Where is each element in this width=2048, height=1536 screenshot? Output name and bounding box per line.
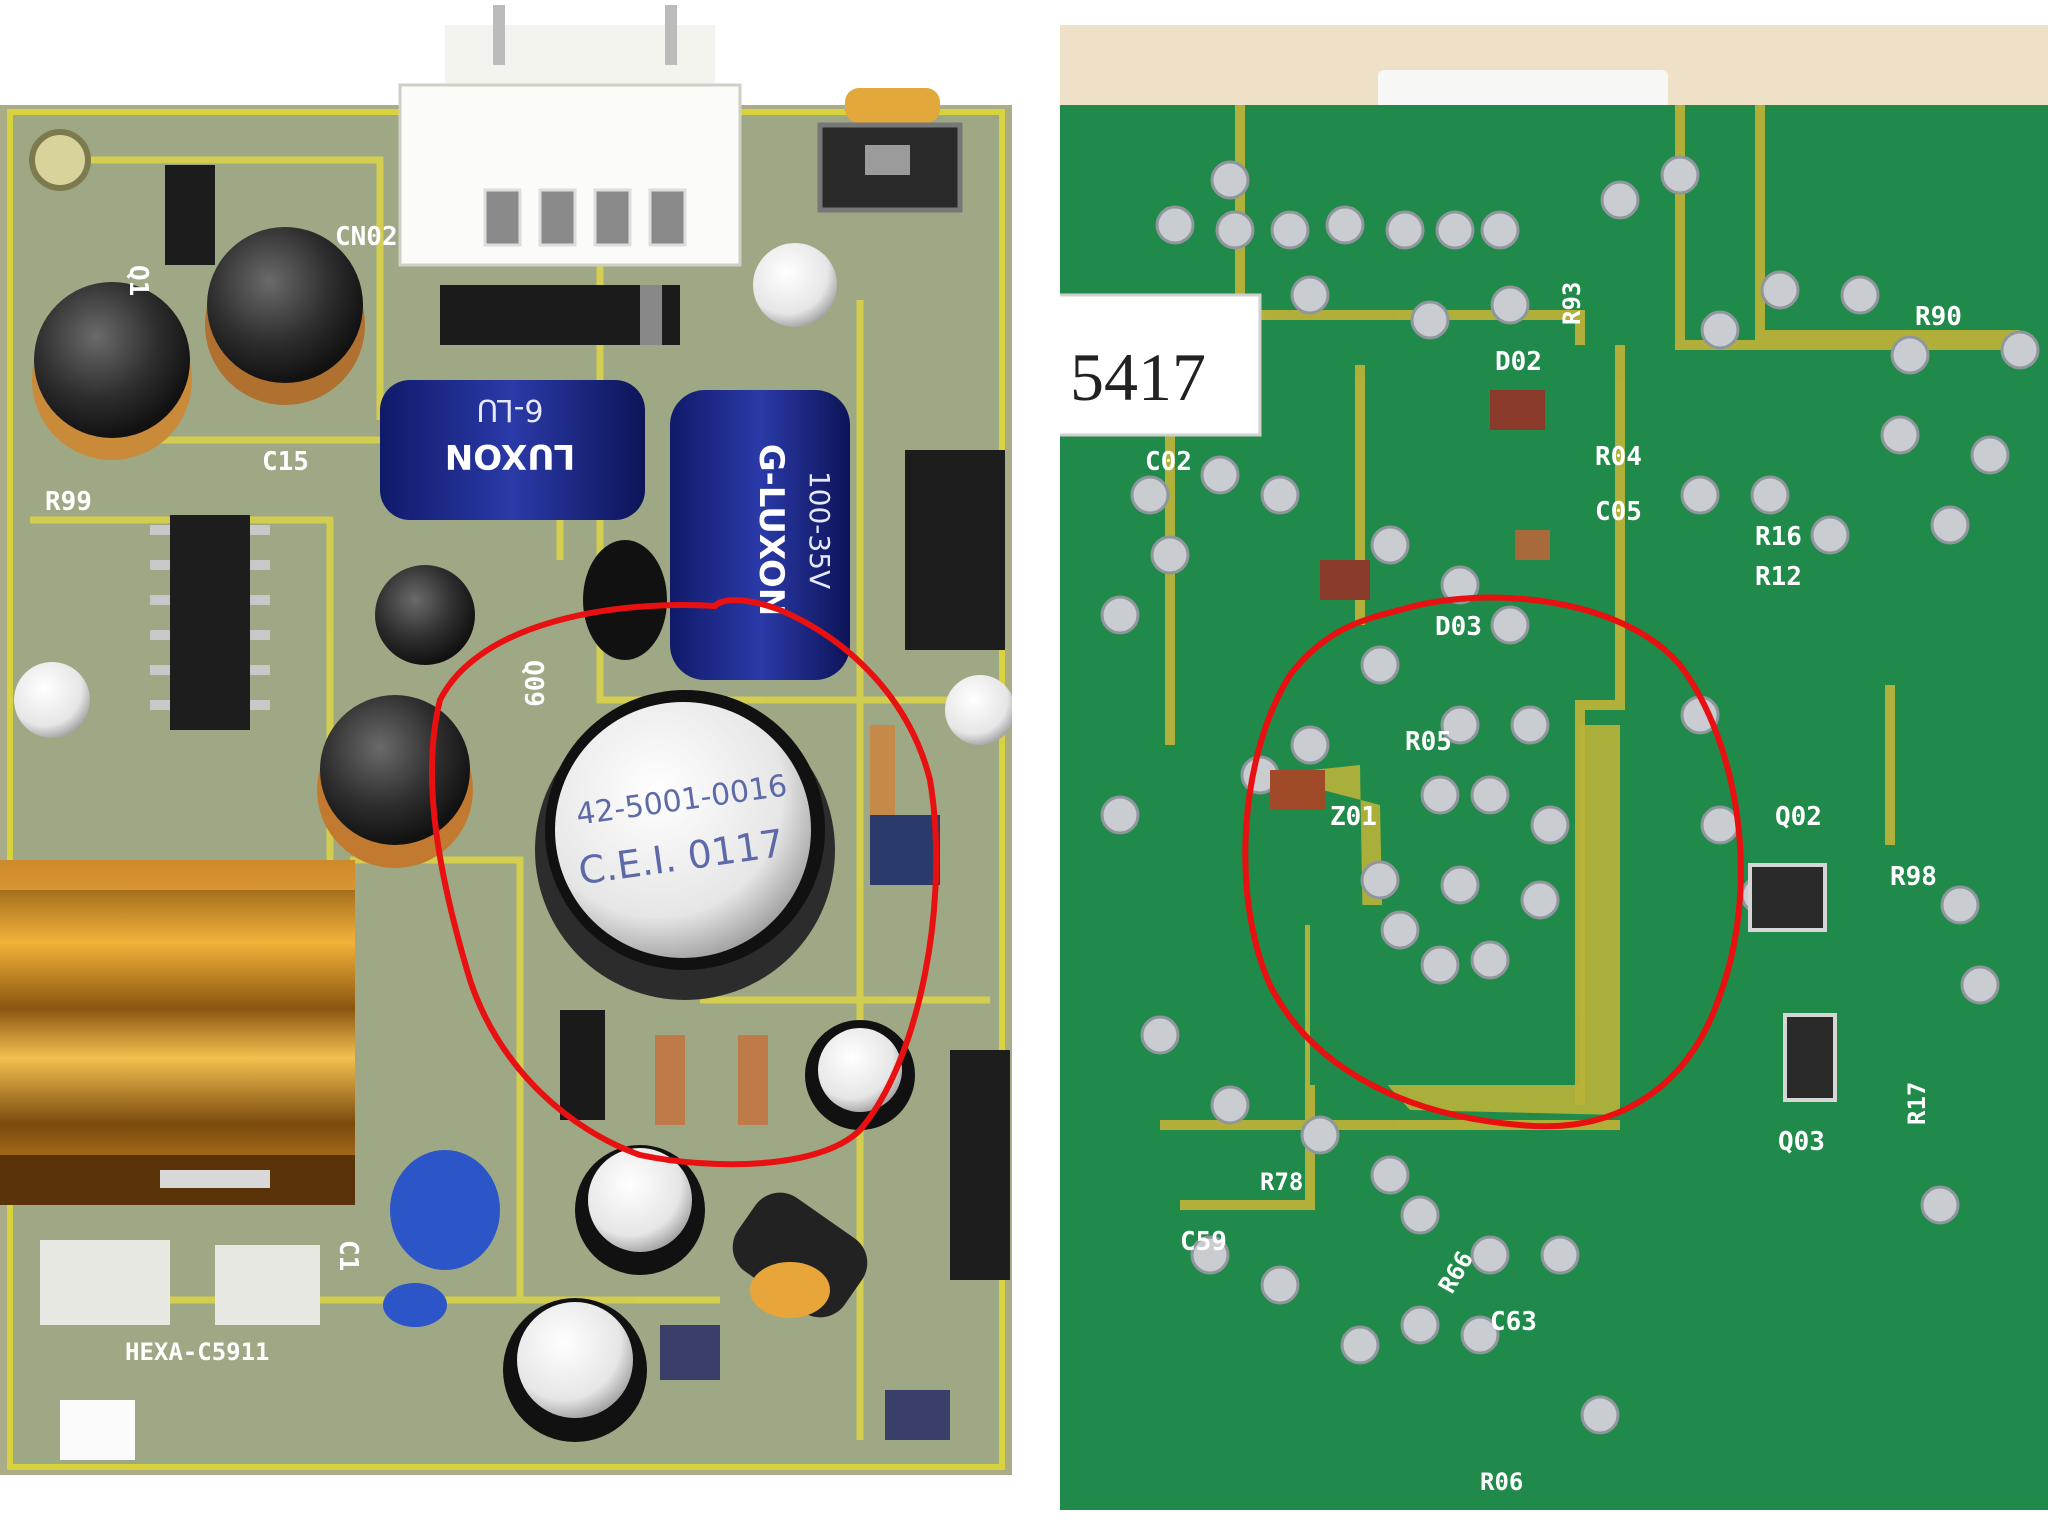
silk-label: Q02: [1775, 802, 1822, 832]
transformer: [0, 860, 355, 1205]
inductor-right: [205, 227, 365, 405]
tantalum-capacitor: [845, 88, 940, 123]
silk-label: Z01: [1330, 802, 1377, 832]
silk-label: R98: [1890, 862, 1937, 892]
inductor-middle: [317, 695, 473, 868]
ic-chip-bottom-right: [950, 1050, 1010, 1280]
silk-label: C05: [1595, 497, 1642, 527]
small-capacitor: [945, 675, 1012, 745]
red-highlight-circle: [1242, 594, 1744, 1130]
mounting-hole: [29, 129, 91, 191]
smd-chip: [870, 815, 940, 885]
smd-diode: [560, 1010, 605, 1120]
ic-chip-right: [905, 450, 1005, 650]
silk-label: C02: [1145, 447, 1192, 477]
board-label-text: 5417: [1070, 339, 1206, 415]
silk-label: Q09: [518, 660, 548, 707]
silk-label: R78: [1260, 1168, 1303, 1196]
left-pcb-photo: 6-LU LUXON G-LUXON 100-35V 42-5001-00: [0, 0, 1012, 1475]
smd-transistor-q02: [1748, 863, 1827, 932]
resistor: [738, 1035, 768, 1125]
white-connector: [398, 5, 742, 267]
resistor: [870, 725, 895, 815]
silk-label: R06: [1480, 1468, 1523, 1496]
inductor-left: [32, 282, 192, 460]
silk-label: R04: [1595, 442, 1642, 472]
capacitor-c05: [1515, 530, 1550, 560]
silk-label: R17: [1903, 1082, 1931, 1125]
silk-label: C15: [262, 447, 309, 477]
silk-label: R12: [1755, 562, 1802, 592]
silk-label: C63: [1490, 1307, 1537, 1337]
capacitor-brand-text: LUXON: [445, 436, 575, 476]
silk-label: R90: [1915, 302, 1962, 332]
resistor: [655, 1035, 685, 1125]
small-capacitor: [753, 243, 837, 327]
capacitor-rating-text-2: 100-35V: [803, 471, 836, 589]
right-pcb-photo: 5417 D02 R04 C05 R16 R12 D03 R: [1060, 25, 2048, 1510]
solder-joints: [1100, 155, 2040, 1435]
diode-d02: [1490, 390, 1545, 430]
silk-label: HEXA-C5911: [125, 1338, 270, 1366]
silk-label: C59: [1180, 1227, 1227, 1257]
smd-chip: [660, 1325, 720, 1380]
silk-label: C1: [333, 1240, 363, 1271]
diode-d03: [1320, 560, 1370, 600]
zener-z01: [1270, 770, 1325, 810]
capacitor-rating-text: 6-LU: [476, 392, 543, 427]
blue-ceramic-capacitor: [390, 1150, 500, 1270]
silk-label: R16: [1755, 522, 1802, 552]
left-pcb-illustration: 6-LU LUXON G-LUXON 100-35V 42-5001-00: [0, 5, 1012, 1475]
red-highlight-circle: [428, 597, 940, 1168]
ic-chip-left: [150, 515, 270, 730]
black-capacitor-top: [583, 540, 667, 660]
right-pcb-illustration: 5417 D02 R04 C05 R16 R12 D03 R: [1060, 25, 2048, 1510]
silk-label: Q03: [1778, 1127, 1825, 1157]
small-capacitor: [14, 662, 90, 738]
smd-transistor-q03: [1783, 1013, 1837, 1102]
silk-label: CN02: [335, 222, 398, 252]
diode-q1: [165, 165, 215, 265]
transistor-q09: [375, 565, 475, 665]
silk-label: R05: [1405, 727, 1452, 757]
capacitor-brand-text-2: G-LUXON: [751, 444, 791, 616]
marked-capacitor: 42-5001-0016 C.E.I. 0117: [535, 690, 835, 1000]
silk-label: D03: [1435, 612, 1482, 642]
silk-label: D02: [1495, 347, 1542, 377]
silk-label: R99: [45, 487, 92, 517]
blue-capacitor-horizontal: 6-LU LUXON: [380, 380, 645, 520]
connector-block: [215, 1245, 320, 1325]
silk-label: Q1: [123, 265, 153, 296]
connector-block: [40, 1240, 170, 1325]
board-label-sticker: [1060, 293, 1262, 437]
smd-chip: [885, 1390, 950, 1440]
silk-label: R93: [1558, 282, 1586, 325]
